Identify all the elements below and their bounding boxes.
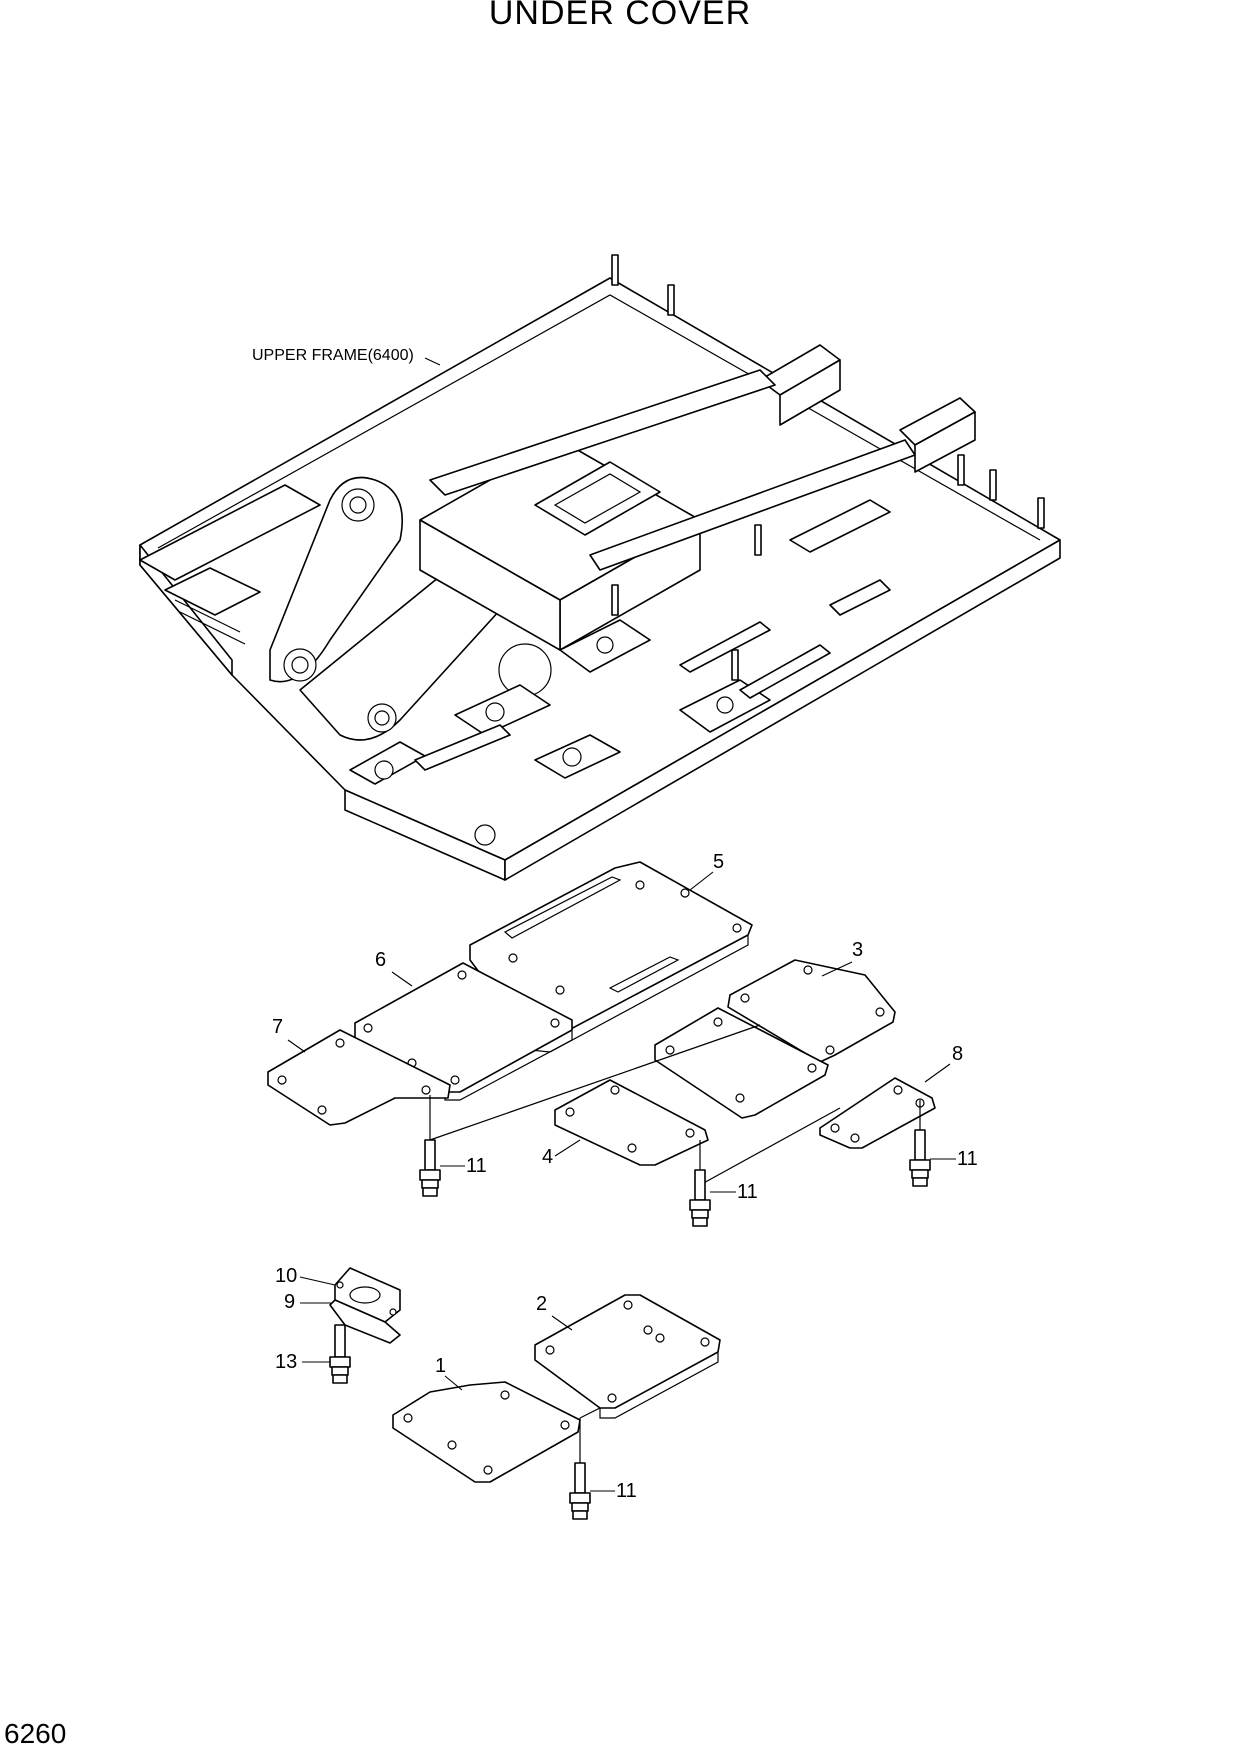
cover-center bbox=[654, 1007, 829, 1119]
bolt-11-center bbox=[689, 1169, 711, 1227]
callout-8: 8 bbox=[952, 1043, 963, 1065]
callout-11-center: 11 bbox=[737, 1181, 758, 1203]
callout-10: 10 bbox=[275, 1265, 297, 1287]
callout-11-bottom: 11 bbox=[616, 1480, 637, 1502]
callout-3: 3 bbox=[852, 939, 863, 961]
cover-3 bbox=[727, 959, 896, 1063]
callout-9: 9 bbox=[284, 1291, 295, 1313]
callout-7: 7 bbox=[272, 1016, 283, 1038]
callout-4: 4 bbox=[542, 1146, 553, 1168]
bolt-11-bottom bbox=[569, 1462, 591, 1520]
callout-1: 1 bbox=[435, 1355, 446, 1377]
callout-13: 13 bbox=[275, 1351, 297, 1373]
upper-frame bbox=[139, 254, 1061, 881]
callout-5: 5 bbox=[713, 851, 724, 873]
upper-frame-label: UPPER FRAME(6400) bbox=[252, 347, 414, 364]
plate-10-9 bbox=[329, 1267, 401, 1344]
bolt-13 bbox=[329, 1324, 351, 1384]
page-number: 6260 bbox=[4, 1718, 67, 1749]
callout-11-left: 11 bbox=[466, 1155, 487, 1177]
bolt-11-left bbox=[419, 1139, 441, 1197]
cover-1 bbox=[392, 1381, 581, 1483]
callout-2: 2 bbox=[536, 1293, 547, 1315]
callout-6: 6 bbox=[375, 949, 386, 971]
cover-7 bbox=[267, 1029, 451, 1126]
rim-brackets bbox=[611, 254, 1045, 681]
callout-11-right: 11 bbox=[957, 1148, 978, 1170]
cover-2 bbox=[534, 1294, 721, 1419]
page-title: UNDER COVER bbox=[488, 0, 752, 32]
cover-8 bbox=[819, 1077, 936, 1149]
cover-4 bbox=[554, 1079, 709, 1166]
bolt-11-right bbox=[909, 1129, 931, 1187]
